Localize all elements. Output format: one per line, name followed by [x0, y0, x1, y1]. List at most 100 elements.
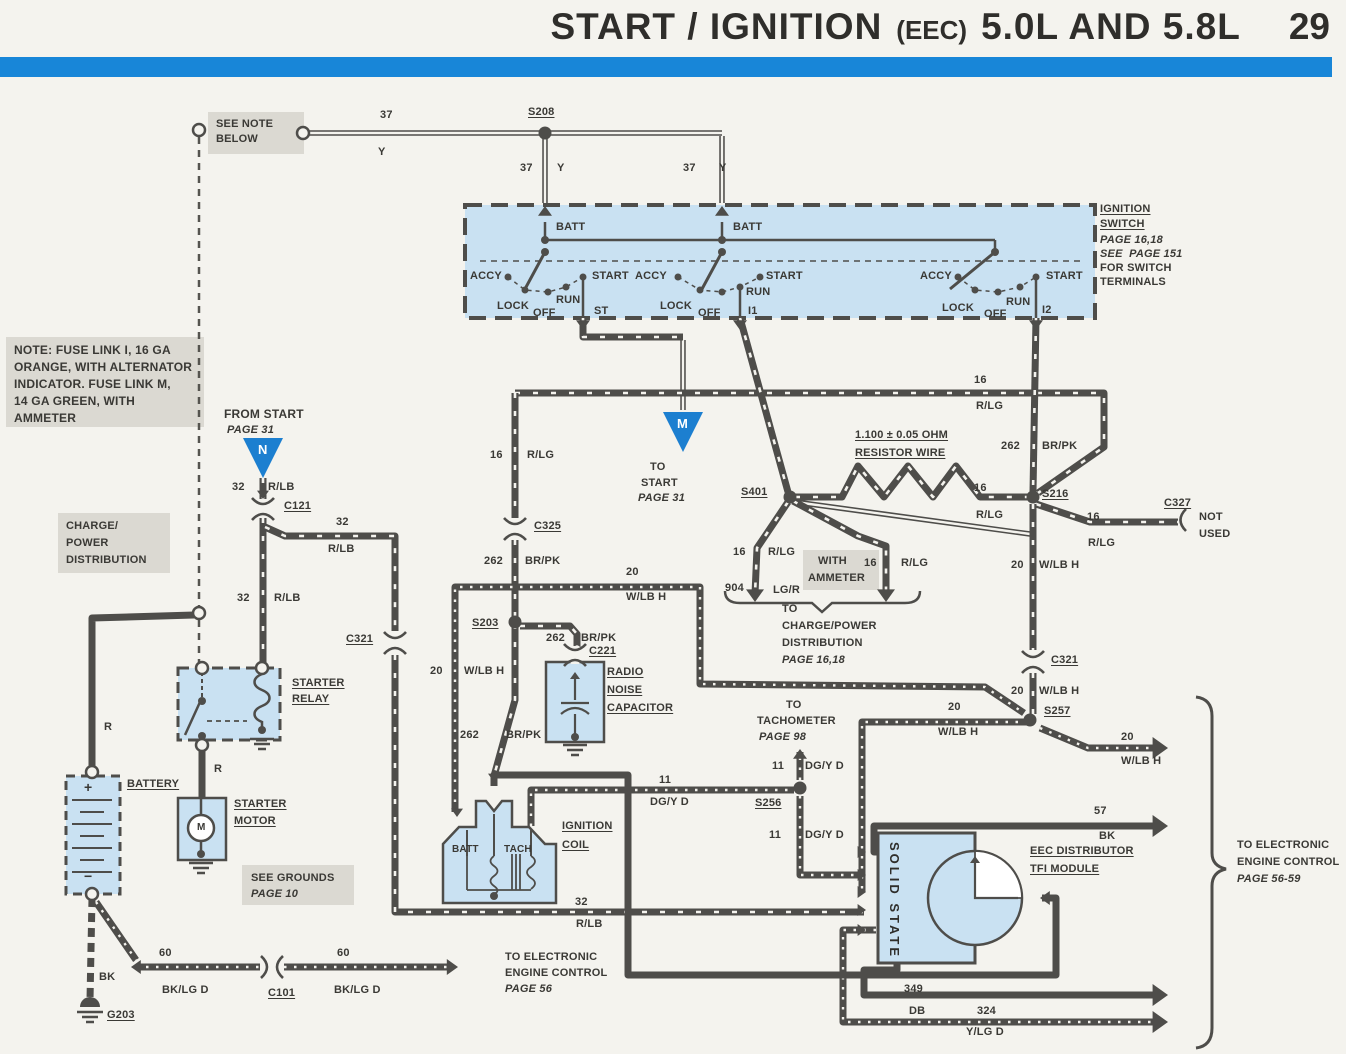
- charge-box-1: CHARGE/: [66, 520, 119, 532]
- splice-s401: S401: [741, 486, 768, 498]
- conn-c321-left: C321: [346, 633, 374, 645]
- switch-batt-2: BATT: [733, 221, 763, 233]
- small-dot: [198, 732, 206, 740]
- wire-11-coil: 11: [659, 774, 672, 786]
- to-eec-bottom-3: PAGE 56: [505, 983, 553, 995]
- to-tach-2: TACHOMETER: [757, 715, 836, 727]
- to-charge-4: PAGE 16,18: [782, 654, 845, 666]
- arrowhead: [1152, 1011, 1168, 1033]
- wire-rlb-bus: R/LB: [576, 918, 603, 930]
- wire-20-left: 20: [948, 701, 961, 713]
- connector-symbol: [383, 631, 407, 655]
- conn-c121: C121: [284, 500, 312, 512]
- sw3-start: START: [1046, 270, 1083, 282]
- connector-symbol: [251, 497, 275, 521]
- ignition-coil-2: COIL: [562, 839, 590, 851]
- wire-y-batt2: Y: [719, 162, 727, 174]
- sw2-i1: I1: [748, 305, 758, 317]
- wire-rlg-busb: R/LG: [976, 400, 1004, 412]
- page-number: 29: [1288, 6, 1330, 47]
- relay-coil: [253, 668, 271, 730]
- junction-dot: [508, 615, 522, 629]
- wire-16-res: 16: [974, 482, 987, 494]
- ground-symbol: [250, 737, 274, 751]
- resistor-label-2: RESISTOR WIRE: [855, 447, 946, 459]
- switch-arc-2: [677, 276, 761, 293]
- wire-32-branch: 32: [336, 516, 349, 528]
- battery-label: BATTERY: [127, 778, 180, 790]
- arrowhead: [1152, 984, 1168, 1006]
- to-start-1: TO: [650, 461, 666, 473]
- arrowhead: [1152, 737, 1168, 759]
- switch-position-dot: [994, 288, 1002, 296]
- arrowhead: [793, 749, 807, 759]
- starter-motor-2: MOTOR: [234, 815, 276, 827]
- wire-rlb-relay: R/LB: [274, 592, 301, 604]
- to-eec-bottom-1: TO ELECTRONIC: [505, 951, 598, 963]
- junction-dot: [783, 490, 797, 504]
- wire-path: [795, 462, 1030, 501]
- sw1-start: START: [592, 270, 629, 282]
- triangle-letter-n: N: [258, 442, 268, 457]
- arrowhead: [970, 856, 980, 863]
- arrowhead: [1152, 815, 1168, 837]
- small-dot: [718, 248, 726, 256]
- sw3-lock: LOCK: [942, 302, 974, 314]
- wire-11-up: 11: [772, 760, 785, 772]
- wire-32-n1: 32: [232, 481, 245, 493]
- wire-wlbh-s216: W/LB H: [1039, 559, 1080, 571]
- conn-c325: C325: [534, 520, 562, 532]
- motor-m: M: [197, 822, 206, 833]
- wire-wlbh-out: W/LB H: [1121, 755, 1162, 767]
- to-eec-right-2: ENGINE CONTROL: [1237, 856, 1340, 868]
- wire-path: [1031, 317, 1038, 493]
- wire-20-s216: 20: [1011, 559, 1024, 571]
- note-line1: NOTE: FUSE LINK I, 16 GA: [14, 343, 171, 357]
- wire-262-coil: 262: [460, 729, 479, 741]
- to-eec-right-1: TO ELECTRONIC: [1237, 839, 1330, 851]
- wire-path: [579, 318, 683, 341]
- wire-path: [798, 796, 862, 877]
- wire-path: [581, 318, 683, 339]
- switch-position-dot: [674, 273, 682, 281]
- wire-path: [492, 624, 517, 777]
- eec-distributor-1: EEC DISTRIBUTOR: [1030, 845, 1134, 857]
- wire-57: 57: [1094, 805, 1107, 817]
- sw2-run: RUN: [746, 286, 771, 298]
- see-note-box: [208, 112, 304, 154]
- splice-s256: S256: [755, 797, 782, 809]
- wire-brpk-coil: BR/PK: [506, 729, 542, 741]
- wire-path: [792, 499, 888, 594]
- charge-box-3: DISTRIBUTION: [66, 554, 147, 566]
- wire-rlb-n1: R/LB: [268, 481, 295, 493]
- arrowhead: [857, 904, 866, 916]
- arrowhead: [257, 490, 269, 499]
- c327-connector: [1179, 508, 1187, 532]
- splice-s216: S216: [1042, 488, 1069, 500]
- to-eec-bottom-2: ENGINE CONTROL: [505, 967, 608, 979]
- wire-16-c325: 16: [490, 449, 503, 461]
- wire-path: [515, 391, 1106, 495]
- arrowhead: [570, 672, 580, 679]
- junction-dot: [793, 781, 807, 795]
- switch-blades: [523, 250, 996, 291]
- wire-bk: BK: [99, 971, 116, 983]
- junction-dot: [538, 126, 552, 140]
- wire-path: [88, 611, 195, 770]
- resistor-label-1: 1.100 ± 0.05 OHM: [855, 429, 949, 441]
- splice-s208: S208: [528, 106, 555, 118]
- with-ammeter-1: WITH: [818, 555, 847, 567]
- splice-s203: S203: [472, 617, 499, 629]
- charge-power-box: [58, 513, 170, 573]
- arrowhead: [857, 924, 866, 936]
- sw2-lock: LOCK: [660, 300, 692, 312]
- small-dot: [198, 697, 206, 705]
- sw1-run: RUN: [556, 294, 581, 306]
- eec-distributor-2: TFI MODULE: [1030, 863, 1100, 875]
- radio-noise-1: RADIO: [607, 666, 644, 678]
- ignition-switch-for: FOR SWITCH: [1100, 262, 1172, 274]
- sw3-accy: ACCY: [920, 270, 952, 282]
- switch-batt-1: BATT: [556, 221, 586, 233]
